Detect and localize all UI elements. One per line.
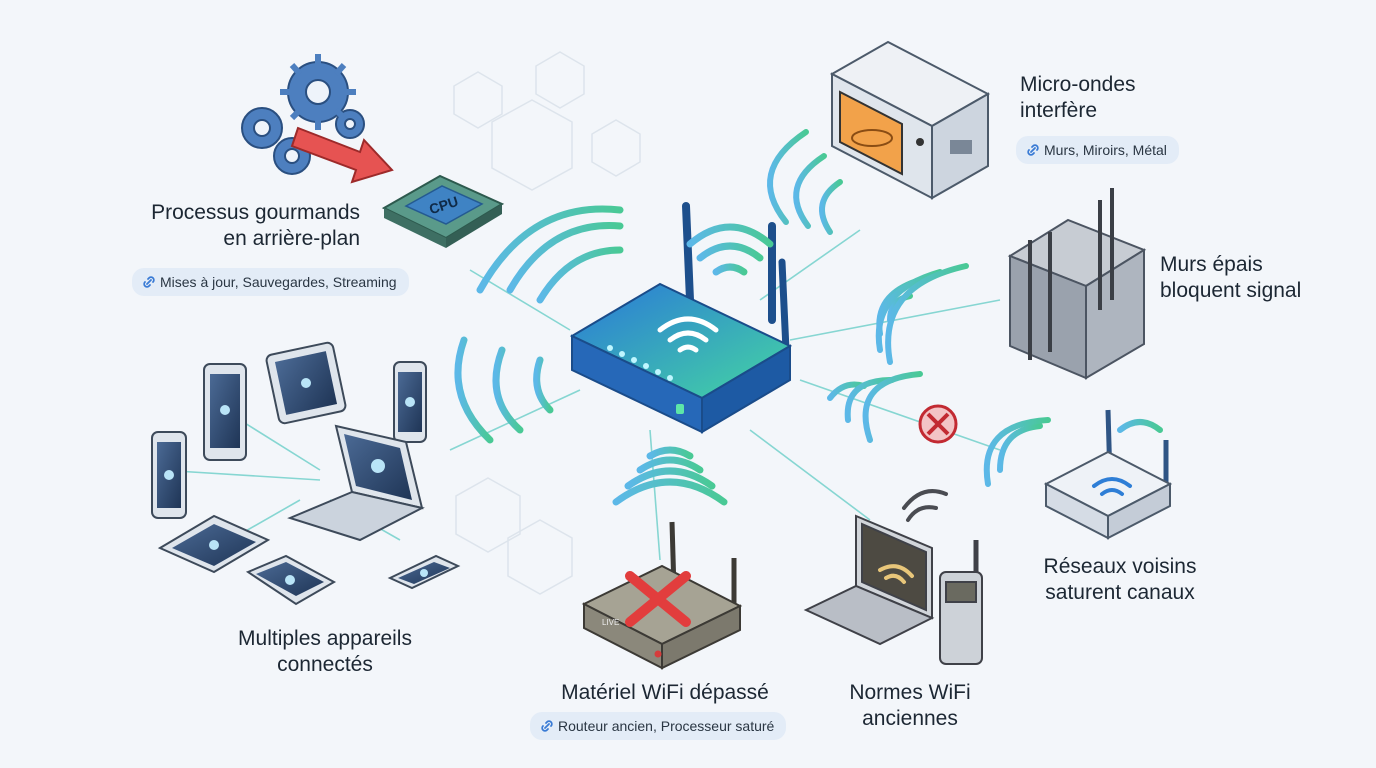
background-hexagons [453, 51, 641, 595]
neighbor-router-icon [1043, 409, 1173, 540]
microwave-waves [767, 129, 843, 235]
label-appareils: Multiples appareils connectés [200, 626, 450, 678]
old-router-badge: LIVE [602, 618, 619, 627]
label-reseaux-line1: Réseaux voisins [1043, 555, 1197, 578]
label-murs-line1: Murs épais [1160, 253, 1263, 276]
label-appareils-line1: Multiples appareils [238, 627, 412, 650]
tag-materiel-text: Routeur ancien, Processeur saturé [558, 718, 775, 734]
gears-icon [241, 54, 365, 175]
blocked-icon [918, 404, 958, 444]
central-router [569, 202, 793, 434]
label-materiel: Matériel WiFi dépassé [530, 680, 800, 706]
router-waves [454, 205, 774, 506]
label-normes-line1: Normes WiFi [849, 681, 971, 704]
concrete-wall-icon [1007, 188, 1147, 380]
label-microondes-line2: interfère [1020, 99, 1098, 122]
label-microondes: Micro-ondes interfère [1020, 72, 1220, 124]
label-processus-line2: en arrière-plan [223, 227, 360, 250]
label-microondes-line1: Micro-ondes [1020, 73, 1136, 96]
label-normes-line2: anciennes [862, 707, 958, 730]
tag-processus-text: Mises à jour, Sauvegardes, Streaming [160, 274, 397, 290]
old-laptop-icon [803, 514, 935, 646]
device-waves [164, 378, 428, 585]
wall-waves [875, 263, 969, 365]
old-router-icon: LIVE [581, 521, 743, 670]
red-arrow-icon [290, 126, 394, 184]
label-normes: Normes WiFi anciennes [810, 680, 1010, 732]
router-wifi-icon [657, 316, 719, 353]
label-processus-line1: Processus gourmands [151, 201, 360, 224]
cpu-chip-icon: CPU [381, 174, 505, 248]
link-icon [1026, 136, 1044, 164]
link-icon [540, 712, 558, 740]
label-processus: Processus gourmands en arrière-plan [110, 200, 360, 252]
neighbor-waves [827, 371, 1163, 487]
link-icon [142, 268, 160, 296]
brick-phone-icon [939, 540, 983, 665]
old-device-waves [902, 489, 948, 522]
microwave-icon [829, 40, 991, 200]
label-murs: Murs épais bloquent signal [1160, 252, 1360, 304]
label-appareils-line2: connectés [277, 653, 373, 676]
tag-microondes-text: Murs, Miroirs, Métal [1044, 142, 1167, 158]
tag-processus: Mises à jour, Sauvegardes, Streaming [132, 268, 409, 296]
tag-materiel: Routeur ancien, Processeur saturé [530, 712, 787, 740]
label-materiel-line1: Matériel WiFi dépassé [561, 681, 769, 704]
label-reseaux: Réseaux voisins saturent canaux [1010, 554, 1230, 606]
tag-microondes: Murs, Miroirs, Métal [1016, 136, 1179, 164]
label-reseaux-line2: saturent canaux [1045, 581, 1195, 604]
label-murs-line2: bloquent signal [1160, 279, 1302, 302]
